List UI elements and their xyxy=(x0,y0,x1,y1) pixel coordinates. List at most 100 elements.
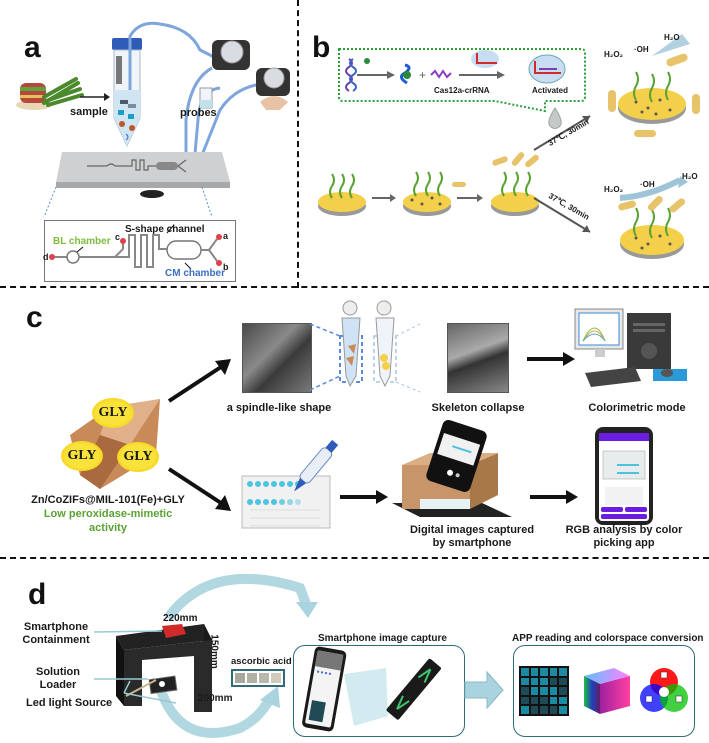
label-port-c: c xyxy=(115,232,121,242)
color-grid-cell xyxy=(540,687,548,695)
pump-1 xyxy=(212,40,250,70)
microfluidic-chip-platform xyxy=(56,152,230,198)
color-grid-cell xyxy=(549,687,558,695)
label-h2o2-top: H₂O₂ xyxy=(604,50,624,59)
arrow-plate-to-box xyxy=(340,490,388,504)
color-grid-cell xyxy=(521,668,529,676)
divider-vertical-ab xyxy=(297,0,299,288)
electrode-1 xyxy=(318,192,366,216)
panel-letter-c: c xyxy=(26,301,43,334)
gly-badge-2: GLY xyxy=(61,441,103,471)
label-port-a: a xyxy=(223,231,229,241)
color-grid-cell xyxy=(549,696,558,705)
ascorbic-swatch-strip xyxy=(231,669,285,687)
imaging-box-illustration xyxy=(116,624,212,712)
label-led: Led light Source xyxy=(26,697,113,709)
label-activity-line1: Low peroxidase-mimetic xyxy=(43,508,173,520)
color-grid xyxy=(519,666,569,716)
curved-flow-arrows xyxy=(155,573,318,738)
port-c-dot xyxy=(120,238,126,244)
label-bl-chamber: BL chamber xyxy=(53,236,111,247)
pump-2 xyxy=(256,67,290,110)
label-dim-depth: 200mm xyxy=(198,693,233,704)
label-h2o-top: H₂O xyxy=(664,33,680,42)
label-app-title: APP reading and colorspace conversion xyxy=(512,633,704,644)
label-cas12a-crrna: Cas12a-crRNA xyxy=(434,86,490,95)
label-probes: probes xyxy=(180,107,217,119)
label-oh-top: ·OH xyxy=(634,45,649,54)
label-port-b: b xyxy=(223,262,229,272)
electrode-inactive xyxy=(618,176,688,259)
color-grid-cell xyxy=(521,677,529,686)
label-rgb-line2: picking app xyxy=(593,537,655,549)
label-colorimetric: Colorimetric mode xyxy=(588,402,686,414)
label-activated: Activated xyxy=(532,86,569,95)
sem-image-collapse xyxy=(447,323,509,393)
color-grid-cell xyxy=(540,696,548,705)
label-spindle: a spindle-like shape xyxy=(226,402,332,414)
color-grid-cell xyxy=(521,687,529,695)
color-grid-cell xyxy=(540,668,548,676)
color-grid-cell xyxy=(521,706,529,714)
panel-letter-b: b xyxy=(312,31,331,64)
label-h2o2-bottom: H₂O₂ xyxy=(604,185,624,194)
swatch-2 xyxy=(247,673,257,683)
probes-vial xyxy=(199,87,213,109)
swatch-1 xyxy=(235,673,245,683)
arrow-crystal-to-plate xyxy=(167,467,231,511)
label-digital-line1: Digital images captured xyxy=(409,524,535,536)
rgb-venn-diagram xyxy=(640,668,688,712)
label-port-d: d xyxy=(43,252,49,262)
color-grid-cell xyxy=(540,677,548,686)
zoom-dashed-lines xyxy=(43,186,213,218)
color-grid-cell xyxy=(559,706,567,714)
droplet-icon xyxy=(548,107,562,129)
capture-illustration xyxy=(302,646,441,732)
arrow-crystal-to-sem xyxy=(167,359,231,403)
port-b-dot xyxy=(216,260,222,266)
label-digital-line2: by smartphone xyxy=(432,537,512,549)
swatch-4 xyxy=(271,673,281,683)
chip-schematic-box: S-shape channel BL chamber CM chamber a … xyxy=(43,220,236,282)
electrode-activated xyxy=(608,34,700,137)
color-grid-cell xyxy=(540,706,548,714)
label-smartphone-line2: Containment xyxy=(22,634,90,646)
eppendorf-tubes xyxy=(309,300,421,393)
svg-text:+: + xyxy=(419,68,426,82)
color-grid-cell xyxy=(559,696,567,705)
color-grid-cell xyxy=(530,668,539,676)
arrow-capture-to-app xyxy=(464,670,504,710)
callout-pointer-lines xyxy=(93,630,177,704)
gly-badge-1: GLY xyxy=(92,398,134,428)
label-oh-bottom: ·OH xyxy=(640,180,655,189)
phone-app-illustration xyxy=(595,427,653,525)
gly-badge-3: GLY xyxy=(117,442,159,472)
color-grid-cell xyxy=(559,668,567,676)
label-sample: sample xyxy=(70,106,108,118)
color-grid-cell xyxy=(521,696,529,705)
label-activity-line2: activity xyxy=(89,522,127,534)
label-s-shape-channel: S-shape channel xyxy=(125,224,205,235)
capture-box xyxy=(293,645,465,737)
label-h2o-bottom: H₂O xyxy=(682,172,698,181)
label-composite: Zn/CoZIFs@MIL-101(Fe)+GLY xyxy=(31,494,185,506)
chip-schematic-channels xyxy=(49,225,222,270)
rgb-color-cube xyxy=(584,668,630,714)
panel-letter-d: d xyxy=(28,578,47,611)
color-grid-cell xyxy=(549,677,558,686)
port-a-dot xyxy=(216,234,222,240)
divider-horizontal-cd xyxy=(0,557,709,559)
branch-arrows xyxy=(533,115,591,233)
color-grid-cell xyxy=(530,696,539,705)
color-grid-cell xyxy=(559,687,567,695)
cas12a-callout-box: + xyxy=(338,48,586,113)
arrow-sample-to-tube xyxy=(80,93,110,101)
panel-letter-a: a xyxy=(24,31,41,64)
arrow-box-to-app xyxy=(530,490,578,504)
app-reading-box xyxy=(513,645,695,737)
color-grid-cell xyxy=(530,687,539,695)
food-sample-illustration xyxy=(16,77,84,110)
label-ascorbic: ascorbic acid xyxy=(231,656,292,667)
label-cm-chamber: CM chamber xyxy=(165,268,226,279)
label-solution-line2: Loader xyxy=(39,679,77,691)
